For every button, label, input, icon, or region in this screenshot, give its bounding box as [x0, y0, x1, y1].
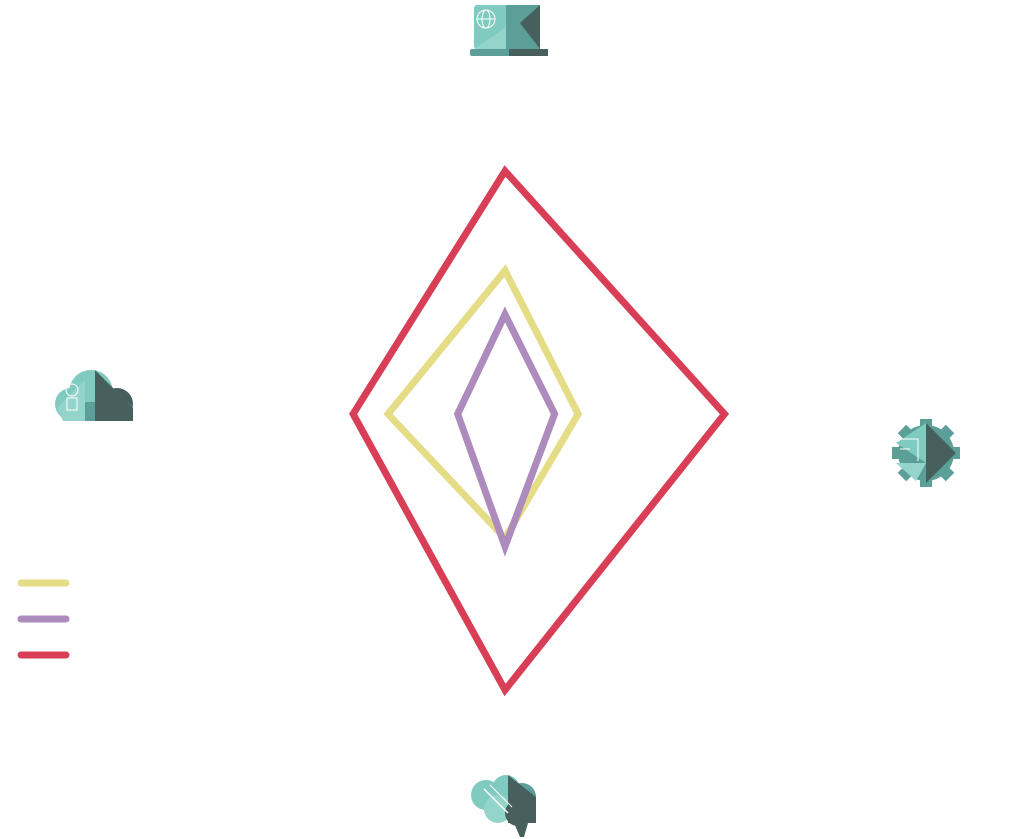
laptop-globe-icon [470, 5, 548, 56]
series-2-line [453, 306, 559, 557]
gear-chart-icon [892, 419, 960, 487]
cloud-lightbulb-icon [55, 370, 133, 421]
brain-tools-icon [471, 775, 536, 837]
legend [17, 579, 70, 659]
series-layer [349, 165, 730, 697]
series-3-line [349, 165, 730, 697]
